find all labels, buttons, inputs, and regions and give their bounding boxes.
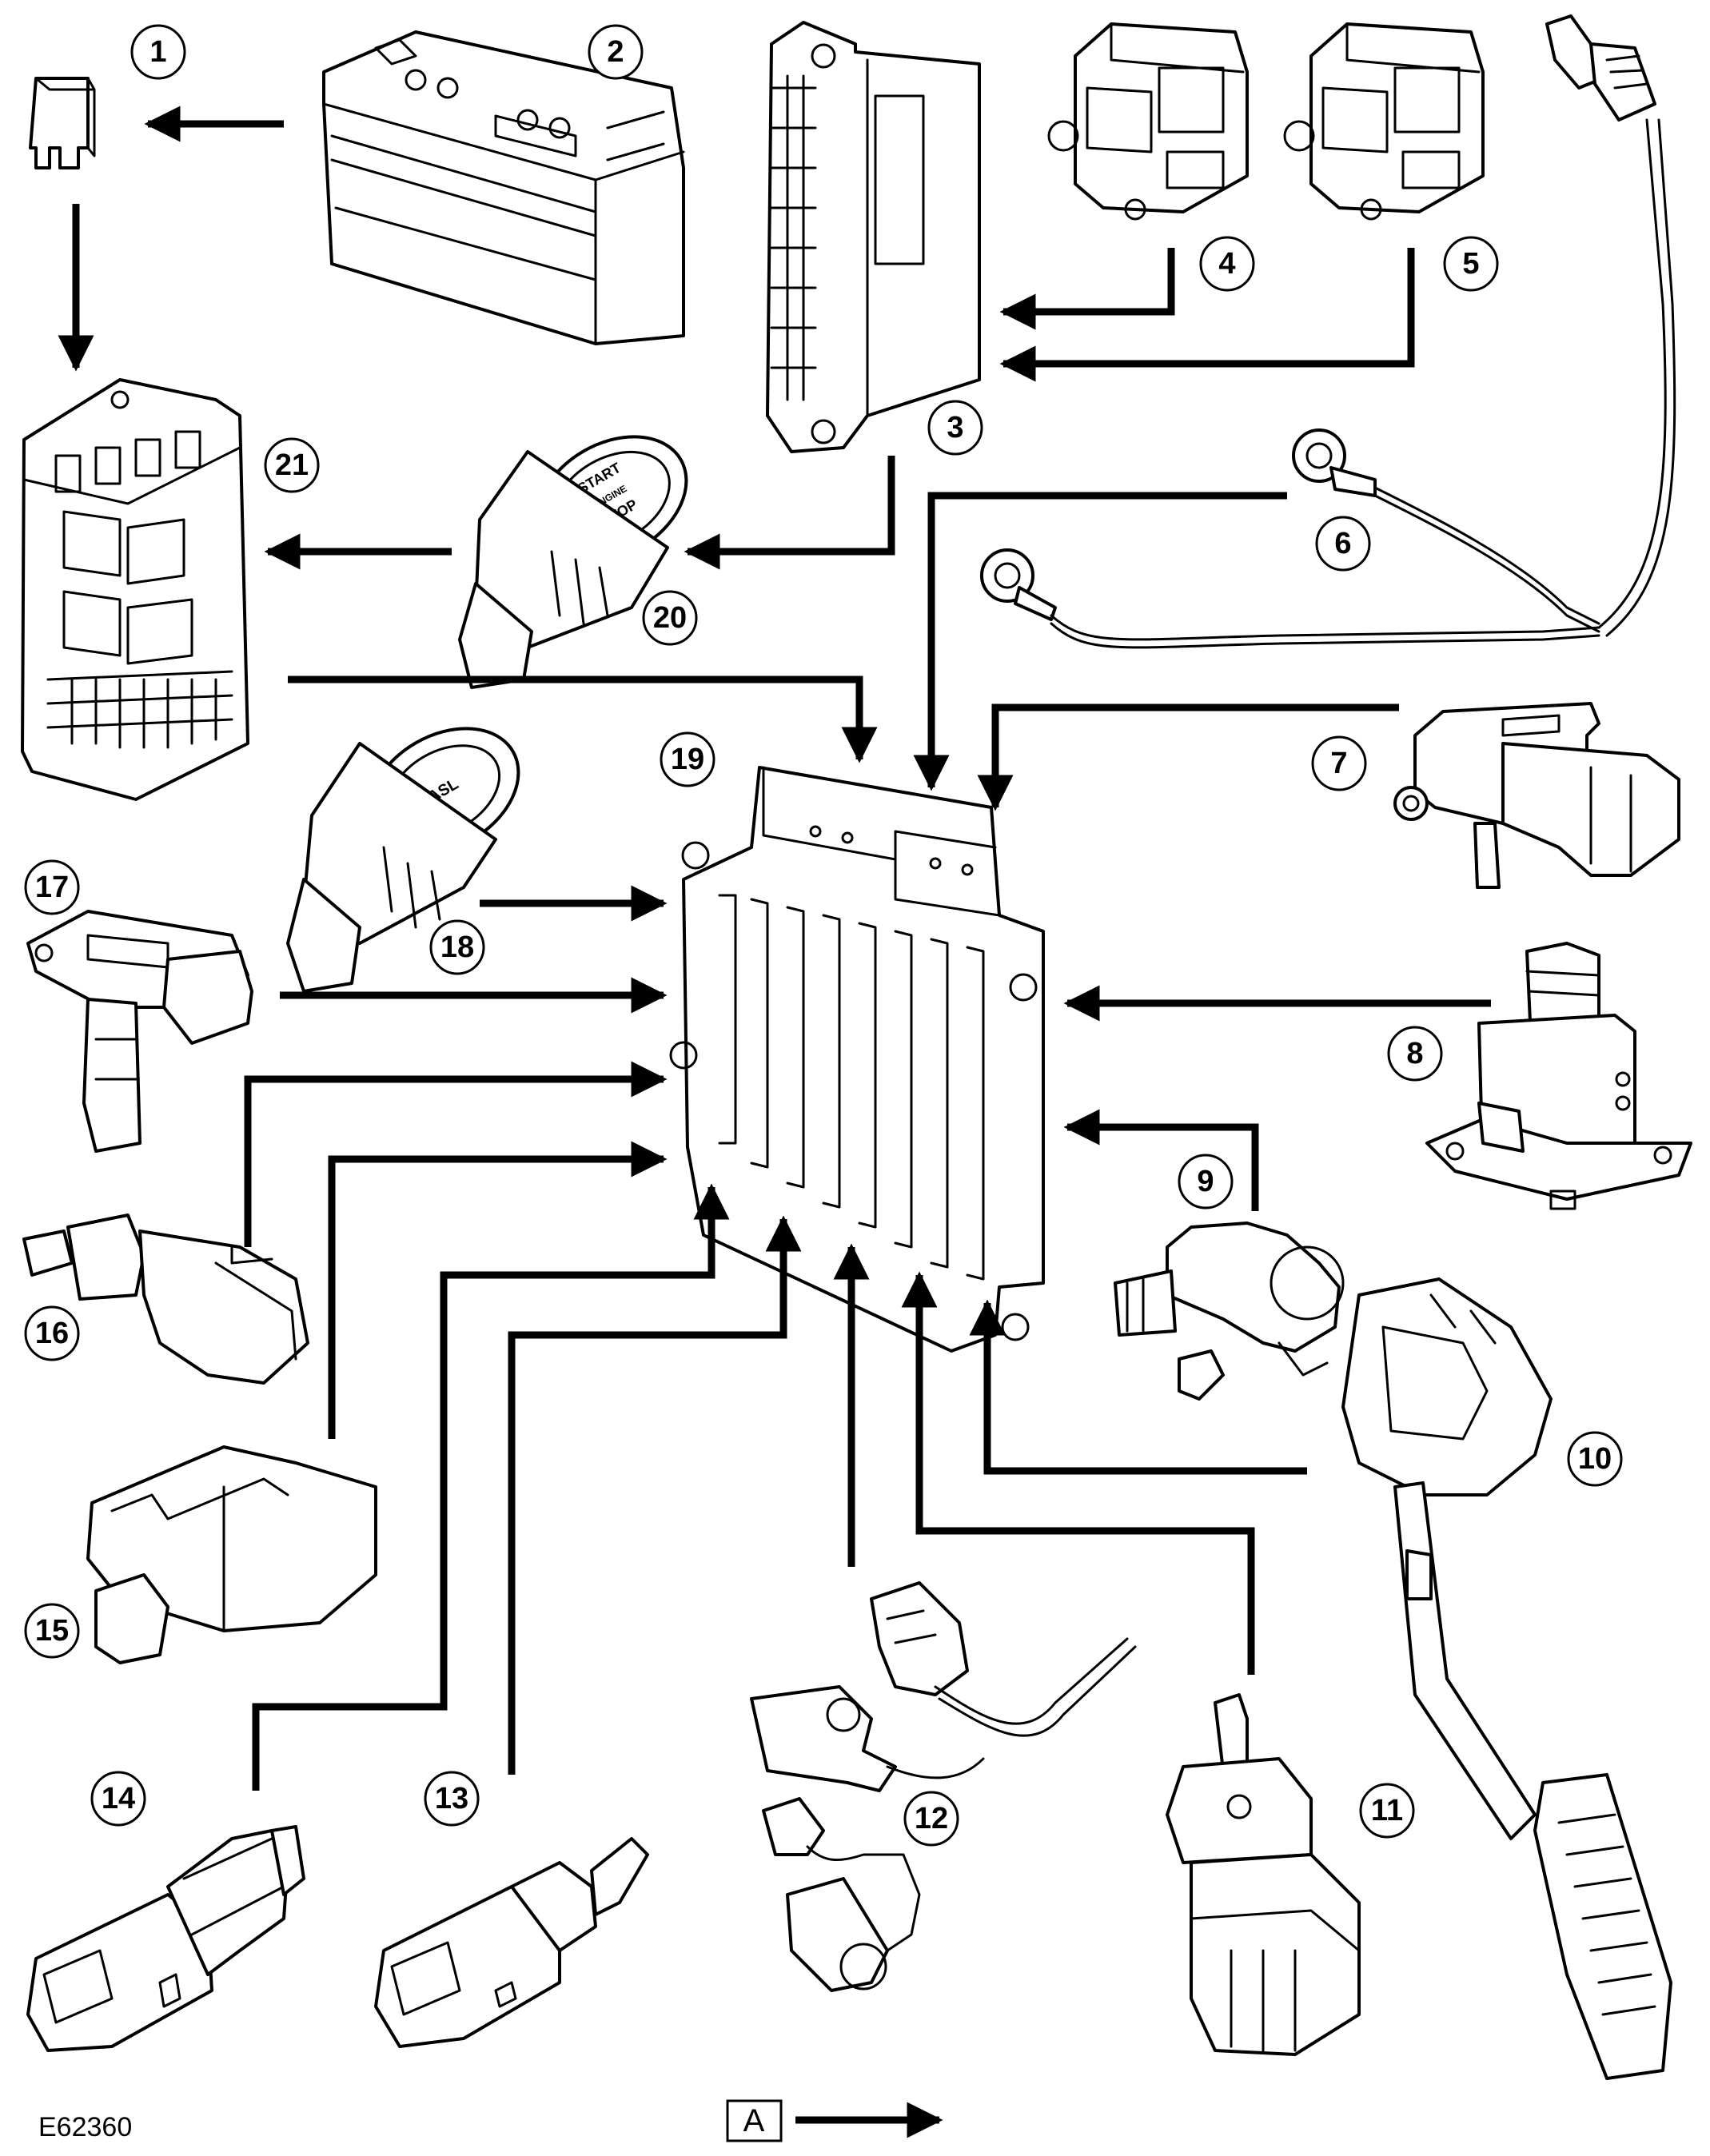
position-sensor-9-component xyxy=(1114,1221,1345,1401)
callout-8-label: 8 xyxy=(1406,1037,1423,1070)
callout-20: 20 xyxy=(642,590,698,646)
callout-15: 15 xyxy=(24,1603,80,1659)
control-module-5-component xyxy=(1283,22,1485,221)
connector-15-component xyxy=(86,1445,377,1664)
callout-15-label: 15 xyxy=(35,1614,69,1648)
pressure-switch-14-component xyxy=(26,1825,305,2052)
callout-7-label: 7 xyxy=(1330,747,1347,780)
callout-1-label: 1 xyxy=(149,35,166,69)
callout-10-label: 10 xyxy=(1578,1442,1612,1476)
callout-6: 6 xyxy=(1315,516,1371,572)
legend-key: A xyxy=(726,2099,943,2142)
arrow-9-to-19 xyxy=(1063,1109,1259,1211)
legend-key-label: A xyxy=(743,2103,765,2138)
asl-switch-component: ASL xyxy=(286,727,520,993)
callout-19-label: 19 xyxy=(671,743,704,776)
brake-switch-component xyxy=(1166,1693,1361,2056)
callout-2-label: 2 xyxy=(607,35,624,69)
callout-11: 11 xyxy=(1359,1783,1415,1839)
callout-14: 14 xyxy=(90,1771,146,1827)
callout-1: 1 xyxy=(130,24,186,80)
arrow-10-to-19 xyxy=(969,1299,1307,1475)
callout-9-label: 9 xyxy=(1197,1165,1214,1198)
callout-16: 16 xyxy=(24,1305,80,1361)
callout-17: 17 xyxy=(24,859,80,915)
callout-17-label: 17 xyxy=(35,871,69,904)
callout-3: 3 xyxy=(927,400,983,456)
temperature-sensor-16-component xyxy=(22,1213,309,1385)
callout-8: 8 xyxy=(1387,1026,1443,1082)
arrow-5-to-3 xyxy=(999,248,1415,382)
temperature-sensor-13-component xyxy=(374,1837,649,2048)
callout-18: 18 xyxy=(429,919,485,975)
callout-16-label: 16 xyxy=(35,1317,69,1350)
engine-control-module-component xyxy=(669,766,1045,1353)
arrow-3-to-20 xyxy=(684,456,895,570)
callout-4-label: 4 xyxy=(1218,247,1235,281)
callout-6-label: 6 xyxy=(1334,527,1351,560)
callout-5-label: 5 xyxy=(1462,247,1479,281)
callout-10: 10 xyxy=(1567,1431,1623,1487)
pressure-sensor-7-component xyxy=(1393,702,1680,889)
arrow-15-to-19 xyxy=(328,1141,668,1439)
callout-2: 2 xyxy=(588,24,644,80)
speed-sensor-component xyxy=(750,1581,1137,1992)
callout-13-label: 13 xyxy=(435,1782,468,1815)
battery-component xyxy=(322,30,685,345)
callout-5: 5 xyxy=(1443,236,1499,292)
arrow-14-to-19 xyxy=(252,1183,730,1791)
arrow-7-to-19 xyxy=(977,703,1399,811)
callout-13: 13 xyxy=(424,1771,480,1827)
arrow-11-to-19 xyxy=(901,1271,1255,1675)
knock-sensor-component xyxy=(980,14,1676,649)
callout-4: 4 xyxy=(1199,236,1255,292)
callout-21-label: 21 xyxy=(275,448,309,482)
arrow-13-to-19 xyxy=(508,1215,802,1775)
callout-3-label: 3 xyxy=(947,411,963,444)
callout-11-label: 11 xyxy=(1371,1794,1403,1827)
fuse-component xyxy=(29,77,96,169)
callout-18-label: 18 xyxy=(440,931,474,964)
arrow-4-to-3 xyxy=(999,248,1175,330)
callout-12-label: 12 xyxy=(915,1802,948,1835)
callout-19: 19 xyxy=(660,731,715,787)
connection-arrows xyxy=(58,106,1491,1791)
fuse-box-component xyxy=(21,378,249,801)
air-flow-sensor-component xyxy=(26,910,253,1153)
callout-7: 7 xyxy=(1311,735,1367,791)
arrow-16-to-19 xyxy=(244,1061,668,1247)
callout-14-label: 14 xyxy=(102,1782,135,1815)
pressure-sensor-8-component xyxy=(1425,942,1692,1210)
callout-21: 21 xyxy=(264,437,320,493)
figure-id: E62360 xyxy=(38,2112,132,2142)
arrow-21-to-19 xyxy=(288,675,878,763)
arrow-6-to-19 xyxy=(913,492,1287,791)
legend-key-box xyxy=(726,2099,783,2142)
callout-12: 12 xyxy=(903,1791,959,1847)
control-module-4-component xyxy=(1047,22,1249,221)
callout-9: 9 xyxy=(1178,1154,1234,1210)
callout-20-label: 20 xyxy=(653,601,687,635)
accelerator-pedal-component xyxy=(1341,1277,1672,2080)
body-control-module-component xyxy=(766,21,981,453)
start-stop-button-component: START ENGINE STOP xyxy=(458,435,688,689)
